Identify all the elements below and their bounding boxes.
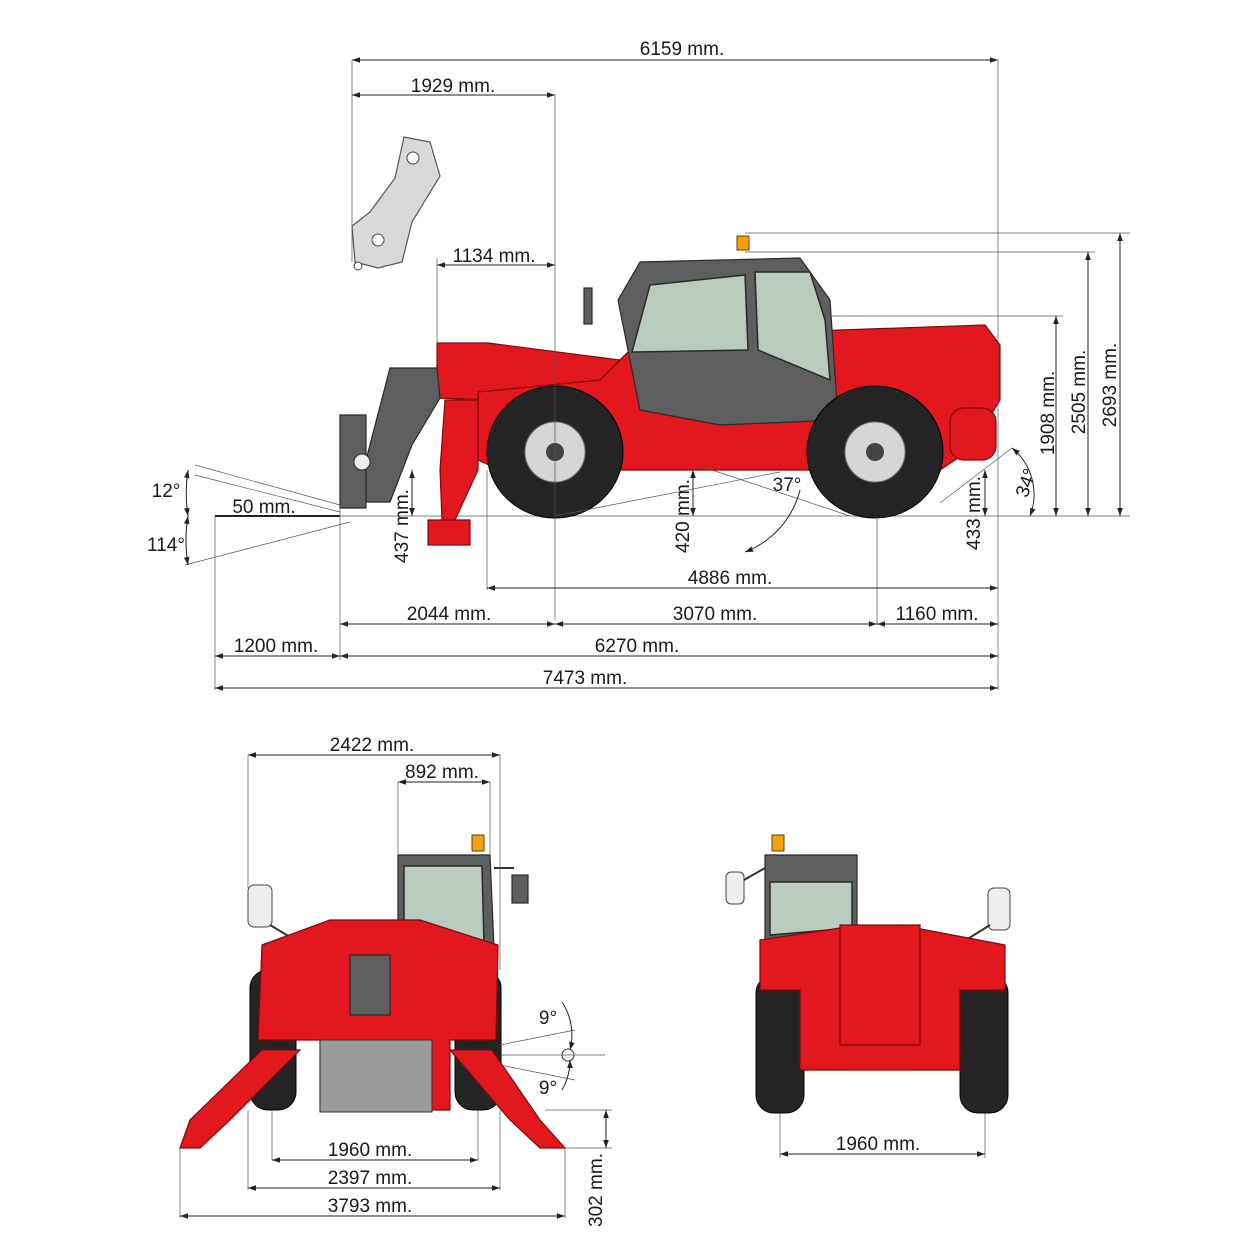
front-boom-head [349, 954, 391, 1016]
angle-tilt-up: 9° [539, 1008, 557, 1029]
dim-front-overhang: 2044 mm. [407, 604, 491, 625]
dim-fork-extension: 1200 mm. [234, 636, 318, 657]
dim-overall-height: 2693 mm. [1100, 343, 1121, 427]
angle-departure: 34° [1012, 466, 1042, 500]
dim-rear-track: 1960 mm. [836, 1134, 920, 1155]
dim-stabilizer-drop: 302 mm. [586, 1153, 607, 1227]
dim-wheelbase: 3070 mm. [673, 604, 757, 625]
dim-ground-clearance: 420 mm. [673, 479, 694, 553]
dim-fork-height: 437 mm. [392, 489, 413, 563]
dim-front-width: 2397 mm. [328, 1168, 412, 1189]
dim-front-track: 1960 mm. [328, 1140, 412, 1161]
dim-rear-clearance: 433 mm. [964, 476, 985, 550]
angle-fork-up: 12° [152, 481, 181, 502]
fork-carriage [319, 1039, 433, 1113]
dim-height-cab: 1908 mm. [1038, 371, 1059, 455]
rear-light [949, 407, 997, 461]
rear-tyre-right [959, 974, 1009, 1114]
dim-overall-length: 7473 mm. [543, 668, 627, 689]
dim-overall-length-top: 6159 mm. [640, 39, 724, 60]
dim-fork-length: 50 mm. [232, 497, 295, 518]
front-stabilizer [427, 399, 479, 546]
dim-stabilizer-width: 3793 mm. [328, 1196, 412, 1217]
extension-lines [214, 60, 1130, 690]
dim-cab-width: 892 mm. [405, 762, 479, 783]
angle-tilt-down: 9° [539, 1078, 557, 1099]
dim-mirror-width: 2422 mm. [330, 735, 414, 756]
rear-view: 1960 mm. [725, 834, 1011, 1158]
dimension-lines [183, 57, 1123, 691]
rear-mirror-left [725, 871, 745, 905]
rear-engine-grille [839, 924, 921, 1046]
front-mirror-left [247, 884, 273, 928]
beacon [736, 235, 750, 251]
front-view: 2422 mm. 892 mm. 9° 9° 1960 mm. 2397 mm.… [179, 735, 612, 1227]
dim-head-overhang: 1134 mm. [452, 246, 535, 267]
dim-rear-overhang: 1160 mm. [895, 604, 978, 625]
side-mirror [583, 287, 593, 325]
front-beacon [471, 834, 485, 852]
angle-fork-down: 114° [147, 535, 185, 556]
side-view: 6159 mm. 1929 mm. 1134 mm. 2693 mm. 2505… [147, 39, 1130, 691]
dim-stabilizer-to-rear: 4886 mm. [688, 568, 772, 589]
dim-boom-overhang: 1929 mm. [411, 76, 495, 97]
rear-mirror-right [987, 887, 1011, 931]
cab [583, 235, 839, 426]
dim-length-to-carriage: 6270 mm. [595, 636, 679, 657]
front-mirror-right [511, 874, 529, 904]
rear-tyre-left [755, 974, 805, 1114]
raised-carriage-ghost [351, 136, 441, 271]
stabilizer-left [179, 1049, 302, 1149]
rear-beacon [771, 834, 785, 852]
rear-wheel [806, 385, 944, 519]
angle-ramp: 37° [773, 475, 802, 496]
dim-height-beacon: 2505 mm. [1069, 350, 1090, 434]
